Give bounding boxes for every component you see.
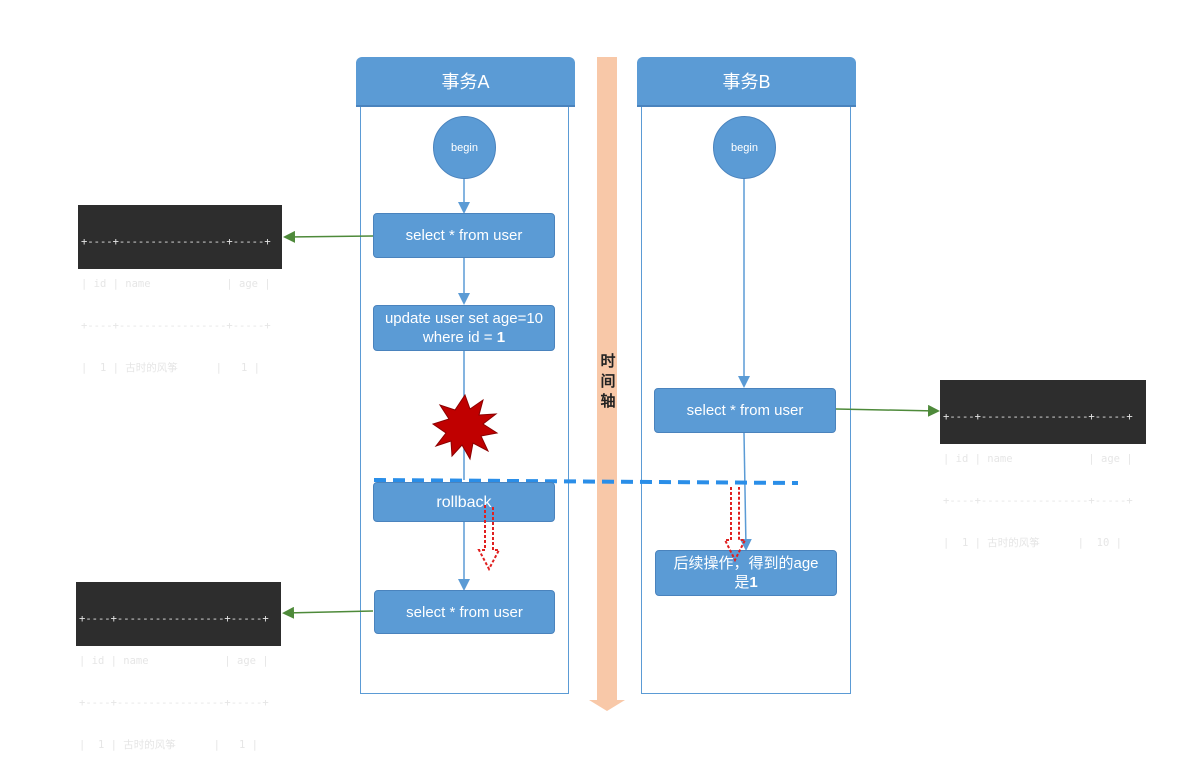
lane-b-body [641, 107, 851, 694]
lane-b-header: 事务B [637, 57, 856, 107]
result-table-b1: +----+-----------------+-----+ | id | na… [940, 380, 1146, 549]
result-table-a1: +----+-----------------+-----+ | id | na… [78, 205, 282, 374]
timeline-bar [597, 57, 617, 700]
a-rollback-box: rollback [373, 482, 555, 522]
timeline-arrowhead [589, 700, 625, 711]
result-a1-border-mid: +----+-----------------+-----+ [81, 320, 271, 332]
b-begin-label: begin [731, 141, 758, 154]
result-a1-border-top: +----+-----------------+-----+ [81, 236, 271, 248]
result-a1-header: | id | name | age | [81, 278, 271, 290]
a-update-where: where id = [422, 329, 497, 346]
b-after-box: 后续操作，得到的age 是1 [655, 550, 837, 596]
a-select1-label: select * from user [405, 227, 523, 244]
a-select2-box: select * from user [374, 590, 555, 634]
result-a2-border-mid: +----+-----------------+-----+ [79, 697, 269, 709]
red-arrows [477, 487, 747, 572]
lane-a-title: 事务A [441, 72, 490, 92]
timeline-char-3: 轴 [600, 393, 616, 410]
red-arrow-a [477, 505, 501, 572]
a-select2-label: select * from user [406, 603, 523, 621]
b-select1-box: select * from user [654, 388, 836, 433]
result-a1-row: | 1 | 古时的风筝 | 1 | [81, 362, 260, 374]
a-begin-node: begin [433, 116, 496, 179]
result-a2-header: | id | name | age | [79, 655, 269, 667]
burst-icon [431, 393, 499, 461]
lane-b-title: 事务B [722, 72, 771, 92]
connectors [282, 178, 940, 619]
b-after-prefix: 是 [734, 574, 750, 591]
a-update-id-value: 1 [496, 329, 506, 346]
result-b1-row: | 1 | 古时的风筝 | 10 | [943, 537, 1122, 549]
a-update-line2: where id = 1 [423, 328, 505, 347]
b-begin-node: begin [713, 116, 776, 179]
b-select1-label: select * from user [686, 402, 804, 419]
result-a2-row: | 1 | 古时的风筝 | 1 | [79, 739, 258, 751]
result-b1-header: | id | name | age | [943, 453, 1133, 465]
a-select1-box: select * from user [373, 213, 555, 258]
lane-a-header: 事务A [356, 57, 575, 107]
a-update-box: update user set age=10 where id = 1 [373, 305, 555, 351]
b-after-line2: 是1 [734, 573, 757, 592]
timeline-char-1: 时 [600, 353, 616, 370]
timeline-label: 时 间 轴 [596, 352, 620, 412]
result-b1-border-mid: +----+-----------------+-----+ [943, 495, 1133, 507]
lane-a-body [360, 107, 569, 694]
timeline-char-2: 间 [600, 373, 616, 390]
result-table-a2: +----+-----------------+-----+ | id | na… [76, 582, 281, 751]
b-after-line1: 后续操作，得到的age [673, 555, 819, 572]
a-update-line1: update user set age=10 [384, 310, 544, 327]
b-after-value: 1 [749, 574, 758, 591]
red-arrow-b [723, 487, 747, 563]
a-rollback-label: rollback [436, 493, 492, 511]
result-a2-border-top: +----+-----------------+-----+ [79, 613, 269, 625]
result-b1-border-top: +----+-----------------+-----+ [943, 411, 1133, 423]
a-begin-label: begin [451, 141, 478, 154]
